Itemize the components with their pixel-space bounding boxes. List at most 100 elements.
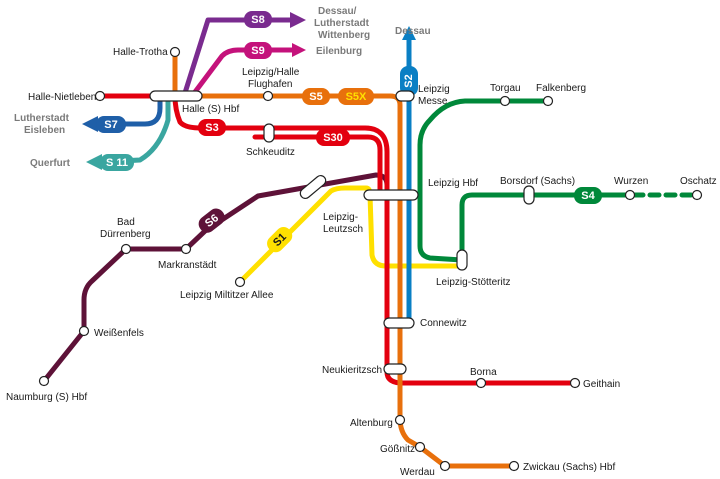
- hub-halle-hbf[interactable]: [149, 90, 203, 102]
- label-leipzig-hbf: Leipzig Hbf: [428, 178, 478, 189]
- dest-dessau-wittenberg-2: Lutherstadt: [314, 18, 370, 29]
- stop-halle-nietleben[interactable]: [94, 90, 106, 102]
- s9-arrow-icon: [292, 43, 306, 57]
- s8-arrow-icon: [290, 12, 306, 28]
- hub-connewitz[interactable]: [383, 317, 415, 329]
- dest-eisleben-1: Lutherstadt: [14, 113, 70, 124]
- label-goessnitz: Gößnitz: [380, 444, 415, 455]
- hub-stoetteritz[interactable]: [456, 249, 468, 271]
- stop-zwickau[interactable]: [508, 460, 520, 472]
- svg-text:S5: S5: [309, 91, 322, 103]
- stop-naumburg[interactable]: [38, 375, 50, 387]
- label-oschatz: Oschatz: [680, 176, 717, 187]
- destination-labels: Dessau/ Lutherstadt Wittenberg Eilenburg…: [14, 6, 431, 169]
- stop-halle-trotha[interactable]: [169, 46, 181, 58]
- line-s3: [102, 93, 578, 386]
- label-flughafen-1: Leipzig/Halle: [242, 67, 300, 78]
- hub-schkeuditz[interactable]: [263, 123, 275, 143]
- stop-torgau[interactable]: [499, 95, 511, 107]
- label-flughafen-2: Flughafen: [248, 79, 292, 90]
- label-halle-nietleben: Halle-Nietleben: [28, 92, 96, 103]
- stop-goessnitz[interactable]: [414, 441, 426, 453]
- stops: [38, 46, 703, 472]
- label-zwickau: Zwickau (Sachs) Hbf: [523, 462, 615, 473]
- interchange-hubs: [149, 90, 535, 375]
- stop-werdau[interactable]: [439, 460, 451, 472]
- stop-weissenfels[interactable]: [78, 325, 90, 337]
- label-werdau: Werdau: [400, 467, 435, 478]
- label-geithain: Geithain: [583, 379, 620, 390]
- label-borsdorf: Borsdorf (Sachs): [500, 176, 575, 187]
- dest-eisleben-2: Eisleben: [24, 125, 65, 136]
- stop-altenburg[interactable]: [394, 414, 406, 426]
- badge-s6[interactable]: S6: [195, 205, 228, 236]
- label-falkenberg: Falkenberg: [536, 83, 586, 94]
- line-paths: [41, 17, 695, 469]
- hub-leutzsch[interactable]: [298, 174, 327, 201]
- stop-geithain[interactable]: [569, 377, 581, 389]
- badge-s5x[interactable]: S5X: [338, 88, 374, 105]
- label-neukieritzsch: Neukieritzsch: [322, 365, 382, 376]
- hub-neukieritzsch[interactable]: [383, 363, 407, 375]
- stop-borna[interactable]: [475, 377, 487, 389]
- line-s11: [99, 93, 171, 165]
- stop-falkenberg[interactable]: [542, 95, 554, 107]
- line-s9: [189, 47, 295, 99]
- stop-markranstaedt[interactable]: [180, 243, 192, 255]
- svg-text:S 11: S 11: [106, 157, 128, 169]
- label-schkeuditz: Schkeuditz: [246, 147, 295, 158]
- svg-text:S30: S30: [323, 132, 343, 144]
- label-miltitzer-allee: Leipzig Miltitzer Allee: [180, 290, 274, 301]
- line-badges: S8 S9 S5 S5X S2 S7 S 11 S3: [96, 11, 602, 256]
- label-naumburg: Naumburg (S) Hbf: [6, 392, 87, 403]
- label-leipzig-messe-1: Leipzig: [418, 84, 450, 95]
- badge-s3[interactable]: S3: [198, 119, 226, 136]
- dest-dessau: Dessau: [395, 26, 431, 37]
- svg-text:S9: S9: [251, 45, 264, 57]
- stop-flughafen[interactable]: [262, 90, 274, 102]
- label-wurzen: Wurzen: [614, 176, 648, 187]
- label-bad-duerrenberg-1: Bad: [117, 217, 135, 228]
- badge-s11[interactable]: S 11: [100, 154, 134, 171]
- dest-eilenburg: Eilenburg: [316, 46, 362, 57]
- svg-text:S5X: S5X: [346, 91, 367, 103]
- label-halle-trotha: Halle-Trotha: [113, 47, 168, 58]
- stop-wurzen[interactable]: [624, 189, 636, 201]
- label-weissenfels: Weißenfels: [94, 328, 144, 339]
- svg-text:S7: S7: [104, 119, 117, 131]
- dest-querfurt: Querfurt: [30, 158, 71, 169]
- stop-bad-duerrenberg[interactable]: [120, 243, 132, 255]
- hub-leipzig-hbf[interactable]: [363, 189, 419, 201]
- line-s30: [252, 134, 383, 193]
- stop-miltitzer-allee[interactable]: [234, 276, 246, 288]
- stop-oschatz[interactable]: [691, 189, 703, 201]
- hub-borsdorf[interactable]: [523, 185, 535, 205]
- label-bad-duerrenberg-2: Dürrenberg: [100, 229, 151, 240]
- dest-dessau-wittenberg-1: Dessau/: [318, 6, 357, 17]
- label-leutzsch-1: Leipzig-: [323, 212, 358, 223]
- station-labels: Halle-Trotha Halle-Nietleben Halle (S) H…: [6, 47, 717, 478]
- s2-arrow-icon: [402, 26, 416, 40]
- badge-s4[interactable]: S4: [574, 187, 602, 204]
- label-altenburg: Altenburg: [350, 418, 393, 429]
- arrowheads: [82, 12, 416, 170]
- badge-s9[interactable]: S9: [244, 42, 272, 59]
- label-markranstaedt: Markranstädt: [158, 260, 217, 271]
- label-halle-hbf: Halle (S) Hbf: [182, 104, 239, 115]
- dest-dessau-wittenberg-3: Wittenberg: [318, 30, 370, 41]
- s11-arrow-icon: [86, 154, 102, 170]
- badge-s30[interactable]: S30: [316, 129, 350, 146]
- badge-s5[interactable]: S5: [302, 88, 330, 105]
- line-torgau: [417, 98, 551, 263]
- line-s7: [95, 93, 163, 127]
- hub-leipzig-messe[interactable]: [395, 90, 415, 102]
- svg-text:S2: S2: [403, 74, 415, 87]
- badge-s1[interactable]: S1: [264, 224, 296, 256]
- svg-text:S4: S4: [581, 190, 595, 202]
- badge-s7[interactable]: S7: [96, 116, 126, 133]
- svg-text:S3: S3: [205, 122, 218, 134]
- label-leutzsch-2: Leutzsch: [323, 224, 363, 235]
- badge-s2[interactable]: S2: [400, 66, 418, 96]
- badge-s8[interactable]: S8: [244, 11, 272, 28]
